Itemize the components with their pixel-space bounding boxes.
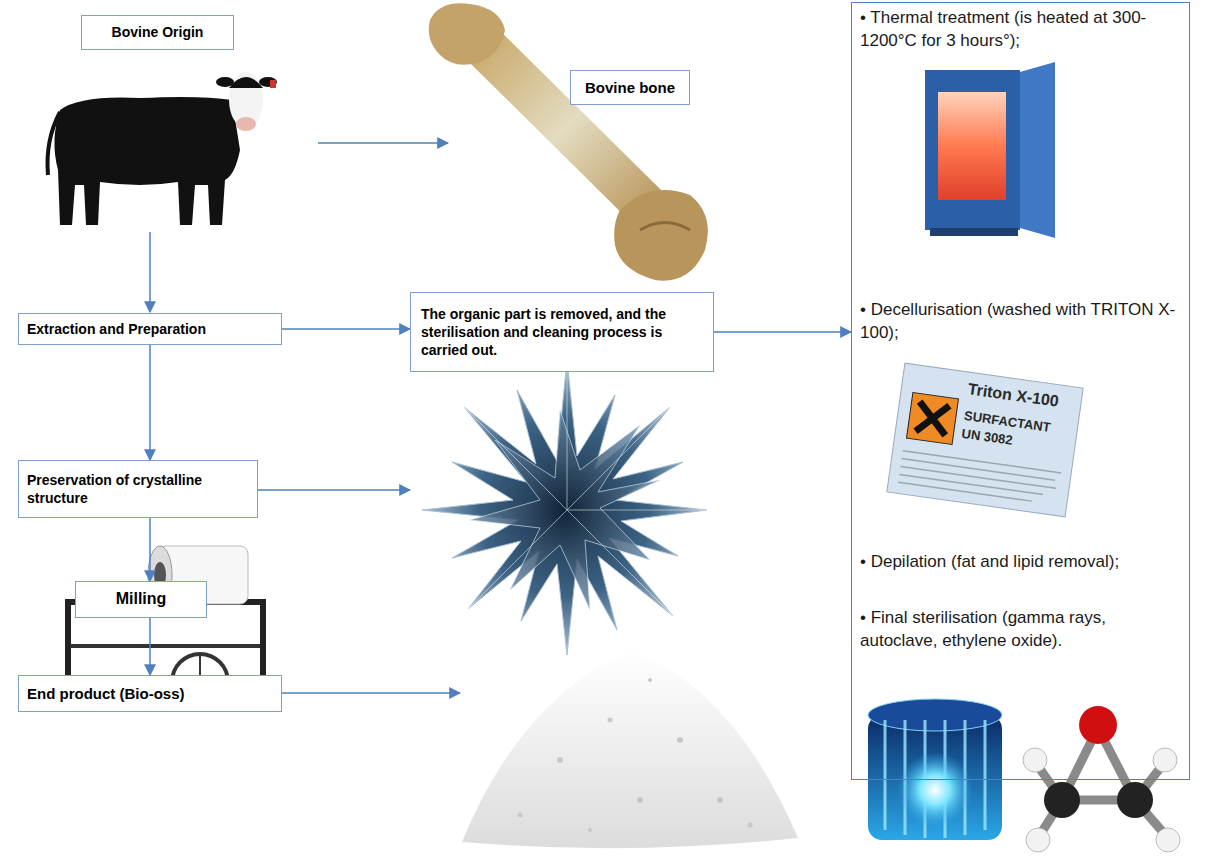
crystal-picture (468, 510, 567, 609)
crystal-picture (422, 360, 707, 655)
gamma-source-picture (868, 699, 1002, 731)
flow-arrow (282, 692, 460, 694)
triton-bottle-label (916, 402, 950, 436)
cow-picture (48, 72, 278, 225)
powder-picture (462, 650, 798, 848)
node-text: The organic part is removed, and the ste… (421, 305, 703, 360)
crystal-picture (567, 510, 707, 511)
node-text: Bovine bone (579, 78, 681, 98)
node-text: End product (Bio-oss) (27, 684, 273, 704)
crystal-picture (567, 407, 670, 510)
furnace-picture (938, 92, 1006, 200)
bottle-label-text: UN 3082 (961, 426, 1014, 448)
label-box: Bovine bone (570, 70, 690, 105)
flow-arrow (149, 518, 151, 581)
molecule-picture (1044, 782, 1080, 818)
furnace-picture (925, 70, 1020, 230)
bottle-label-text: Triton X-100 (967, 380, 1060, 411)
bone-picture (614, 190, 708, 281)
flow-arrow (149, 618, 151, 675)
powder-picture (637, 797, 643, 803)
molecule-picture (1035, 728, 1168, 838)
cow-picture (48, 112, 61, 175)
cow-picture (236, 117, 256, 131)
node-text: Preservation of crystalline structure (27, 471, 249, 507)
molecule-picture (1079, 706, 1117, 744)
powder-picture (588, 828, 592, 832)
gamma-source-picture (884, 720, 887, 830)
gamma-source-picture (885, 720, 985, 838)
crystal-picture (567, 510, 673, 616)
process-box: Extraction and Preparation (18, 313, 282, 345)
powder-picture (608, 718, 613, 723)
triton-bottle-label (907, 393, 959, 445)
label-group: Triton X-100SURFACTANTUN 3082 (887, 363, 1083, 517)
bone-picture (429, 3, 708, 280)
flow-arrow (258, 489, 410, 491)
gamma-source-picture (897, 752, 973, 828)
triton-bottle-label (887, 363, 1083, 517)
molecule-picture (1026, 828, 1050, 852)
note-box: The organic part is removed, and the ste… (410, 292, 714, 372)
powder-picture (648, 678, 652, 682)
cow-picture (259, 77, 277, 87)
node-text: Extraction and Preparation (27, 320, 273, 338)
triton-bottle-label (887, 363, 1083, 517)
gamma-source-picture (868, 699, 1002, 840)
molecule-picture (1153, 748, 1177, 772)
title-box: Bovine Origin (81, 15, 234, 50)
gamma-source-picture (868, 715, 1002, 840)
furnace-picture (1020, 62, 1055, 238)
cow-picture (229, 77, 263, 88)
process-box: End product (Bio-oss) (18, 675, 282, 712)
powder-picture (677, 737, 683, 743)
triton-bottle-label (899, 474, 1043, 494)
powder-picture (462, 650, 798, 848)
powder-picture (518, 813, 523, 818)
flow-arrow (149, 232, 151, 312)
crystal-picture (464, 360, 707, 616)
flow-arrow (318, 142, 448, 144)
molecule-picture (1023, 748, 1047, 772)
powder-picture (748, 823, 753, 828)
molecule-picture (1023, 706, 1180, 852)
furnace-picture (925, 62, 1055, 238)
process-box: Milling (75, 581, 207, 618)
flow-arrow (282, 328, 410, 330)
node-text: Bovine Origin (90, 23, 225, 41)
powder-picture (717, 797, 723, 803)
node-text: • Final sterilisation (gamma rays, autoc… (860, 607, 1181, 653)
process-box: Preservation of crystalline structure (18, 460, 258, 518)
molecule-picture (1117, 782, 1153, 818)
bone-picture (478, 40, 655, 215)
node-text: Milling (84, 589, 198, 610)
node-text: • Decellurisation (washed with TRITON X-… (860, 299, 1181, 345)
bone-picture (429, 3, 505, 64)
node-text: • Thermal treatment (is heated at 300-12… (860, 7, 1181, 53)
crystal-picture (422, 360, 707, 655)
cow-picture (54, 97, 240, 225)
flow-arrow (714, 331, 851, 333)
molecule-picture (1156, 828, 1180, 852)
flow-arrow (149, 345, 151, 460)
powder-picture (518, 678, 753, 832)
cow-picture (270, 80, 276, 88)
cow-picture (216, 77, 234, 87)
triton-bottle-label (898, 482, 1032, 501)
crystal-picture (567, 360, 568, 510)
gamma-source-picture (984, 720, 987, 830)
furnace-picture (930, 228, 1018, 236)
mill-picture (70, 644, 260, 648)
crystal-picture (464, 407, 567, 510)
node-text: • Depilation (fat and lipid removal); (860, 551, 1181, 574)
bone-picture (640, 223, 690, 231)
powder-picture (557, 757, 563, 763)
triton-bottle-label (898, 451, 1061, 505)
